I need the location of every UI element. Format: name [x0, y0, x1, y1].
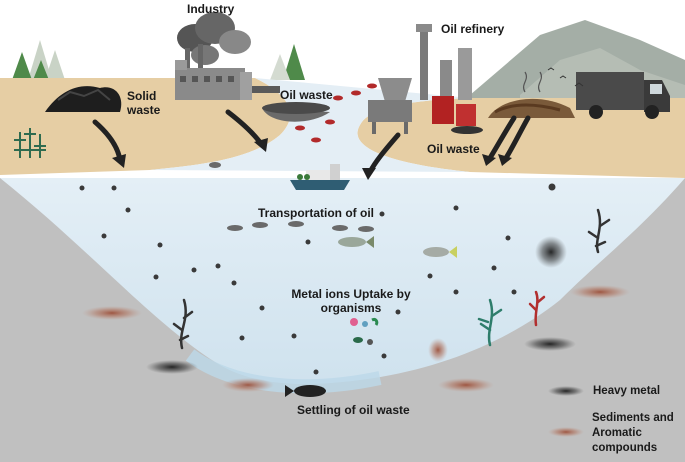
- oil-refinery-icon: [416, 24, 483, 134]
- organic-waste-pile: [488, 67, 584, 118]
- arrowheads: [112, 138, 512, 180]
- label-oil-refinery: Oil refinery: [441, 22, 505, 36]
- settling-fish-icon: [285, 385, 326, 397]
- solid-waste-pile: [45, 86, 122, 112]
- legend-sediments-label: Sediments and Aromatic compounds: [592, 412, 674, 454]
- label-oil-waste-industry: Oil waste: [280, 88, 333, 102]
- oil-droplets: [295, 83, 377, 143]
- discharge-pipe: [252, 86, 330, 122]
- legend-heavy-metal-label: Heavy metal: [593, 385, 661, 397]
- fish-icon: [338, 236, 457, 258]
- legend-heavy-metal-swatch: [548, 386, 584, 396]
- sediment-patches: [82, 285, 630, 392]
- label-transportation: Transportation of oil: [258, 206, 374, 220]
- garbage-truck-icon: [576, 72, 670, 119]
- oil-separator-machine: [368, 78, 412, 134]
- oil-slicks: [209, 162, 374, 232]
- label-oil-waste-refinery: Oil waste: [427, 142, 480, 156]
- water-body: [0, 178, 685, 385]
- label-solid-waste: Solid waste: [127, 89, 161, 117]
- industry-icon: [175, 12, 252, 100]
- legend-sediment-swatch: [548, 427, 584, 437]
- metal-sediment-patches: [146, 337, 576, 374]
- label-industry: Industry: [187, 2, 235, 16]
- label-settling: Settling of oil waste: [297, 403, 410, 417]
- microorganisms-icon: [350, 318, 379, 345]
- metal-particles: [79, 183, 556, 375]
- heavy-metal-cloud: [535, 236, 567, 268]
- oil-tanker-icon: [290, 164, 350, 190]
- seaweed-plants: [172, 208, 611, 350]
- shrub-icon: [14, 128, 46, 158]
- label-metal-uptake: Metal ions Uptake by organisms: [291, 287, 411, 315]
